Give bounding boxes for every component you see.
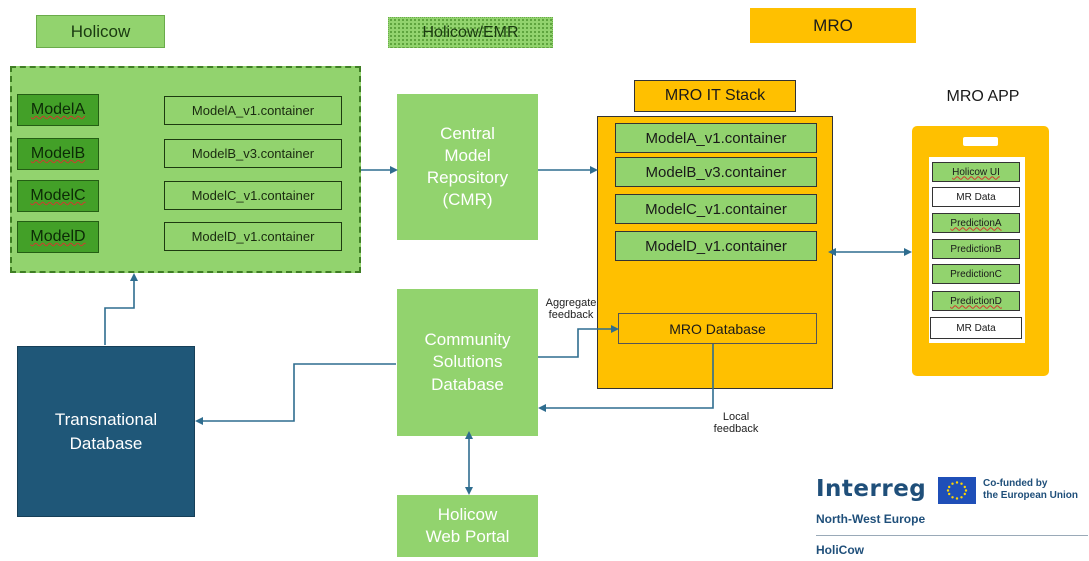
- model-b-box[interactable]: ModelB: [17, 138, 99, 170]
- transnational-line-1: Transnational: [54, 409, 158, 429]
- app-row-mr-data-2[interactable]: MR Data: [930, 317, 1022, 339]
- portal-line-2: Web Portal: [425, 527, 510, 546]
- app-row-prediction-d[interactable]: PredictionD: [932, 291, 1020, 311]
- community-line-1: Community: [424, 330, 511, 350]
- model-d-label: ModelD: [30, 228, 86, 245]
- app-row-prediction-c[interactable]: PredictionC: [932, 264, 1020, 284]
- aggregate-line-2: feedback: [548, 309, 594, 322]
- region-label: North-West Europe: [816, 512, 926, 526]
- app-row-prediction-b[interactable]: PredictionB: [932, 239, 1020, 259]
- portal-line-1: Holicow: [437, 504, 498, 524]
- eu-flag-icon: [938, 477, 976, 504]
- local-feedback-label: Local feedback: [704, 411, 768, 435]
- community-line-2: Solutions: [432, 352, 503, 372]
- local-line-1: Local: [722, 411, 750, 423]
- app-row-holicow-ui[interactable]: Holicow UI: [932, 162, 1020, 182]
- project-label: HoliCow: [816, 543, 864, 557]
- transnational-line-2: Database: [69, 433, 143, 453]
- app-row-prediction-a[interactable]: PredictionA: [932, 213, 1020, 233]
- mro-it-stack-title: MRO IT Stack: [634, 80, 796, 112]
- mro-container-c[interactable]: ModelC_v1.container: [615, 194, 817, 224]
- app-row-label: PredictionB: [950, 243, 1002, 255]
- model-d-container[interactable]: ModelD_v1.container: [164, 222, 342, 251]
- phone-speaker-icon: [963, 137, 998, 146]
- arrow-community-to-transnational: [195, 363, 396, 425]
- model-d-box[interactable]: ModelD: [17, 221, 99, 253]
- mro-app-title: MRO APP: [946, 88, 1020, 105]
- app-row-label: PredictionA: [950, 217, 1002, 229]
- cmr-line-1: Central: [440, 123, 495, 143]
- arrow-aggregate-feedback: [538, 325, 619, 358]
- interreg-logo: Interreg Co-funded by the European Union…: [816, 472, 1088, 561]
- local-line-2: feedback: [713, 423, 759, 436]
- transnational-database[interactable]: Transnational Database: [17, 346, 195, 517]
- app-row-mr-data[interactable]: MR Data: [932, 187, 1020, 207]
- central-model-repository[interactable]: Central Model Repository (CMR): [397, 94, 538, 240]
- community-solutions-database[interactable]: Community Solutions Database: [397, 289, 538, 436]
- app-row-label: PredictionD: [950, 295, 1002, 307]
- app-row-label: MR Data: [956, 191, 996, 203]
- model-b-label: ModelB: [30, 145, 86, 162]
- model-b-container[interactable]: ModelB_v3.container: [164, 139, 342, 168]
- aggregate-line-1: Aggregate: [545, 297, 597, 309]
- arrow-local-feedback: [538, 344, 714, 412]
- mro-container-d[interactable]: ModelD_v1.container: [615, 231, 817, 261]
- model-c-label: ModelC: [30, 187, 86, 204]
- model-a-label: ModelA: [30, 101, 86, 118]
- cmr-line-2: Model: [444, 145, 491, 165]
- app-row-label: Holicow UI: [952, 166, 1000, 178]
- cofunded-line-2: the European Union: [983, 489, 1078, 501]
- arrow-transnational-to-holicow: [104, 273, 138, 345]
- logo-divider: [816, 535, 1088, 536]
- cofunded-text: Co-funded by the European Union: [983, 478, 1078, 501]
- model-a-container[interactable]: ModelA_v1.container: [164, 96, 342, 125]
- mro-container-b[interactable]: ModelB_v3.container: [615, 157, 817, 187]
- cmr-line-4: (CMR): [442, 190, 493, 210]
- cmr-line-3: Repository: [426, 168, 509, 187]
- legend-holicow: Holicow: [36, 15, 165, 48]
- legend-mro: MRO: [750, 8, 916, 43]
- aggregate-feedback-label: Aggregate feedback: [540, 297, 602, 321]
- model-c-box[interactable]: ModelC: [17, 180, 99, 212]
- holicow-web-portal[interactable]: Holicow Web Portal: [397, 495, 538, 557]
- app-row-label: PredictionC: [950, 268, 1002, 280]
- cofunded-line-1: Co-funded by: [983, 478, 1048, 489]
- model-a-box[interactable]: ModelA: [17, 94, 99, 126]
- app-row-label: MR Data: [956, 322, 996, 334]
- mro-container-a[interactable]: ModelA_v1.container: [615, 123, 817, 153]
- legend-holicow-emr: Holicow/EMR: [388, 17, 553, 48]
- model-c-container[interactable]: ModelC_v1.container: [164, 181, 342, 210]
- community-line-3: Database: [431, 374, 504, 394]
- interreg-wordmark: Interreg: [816, 476, 927, 502]
